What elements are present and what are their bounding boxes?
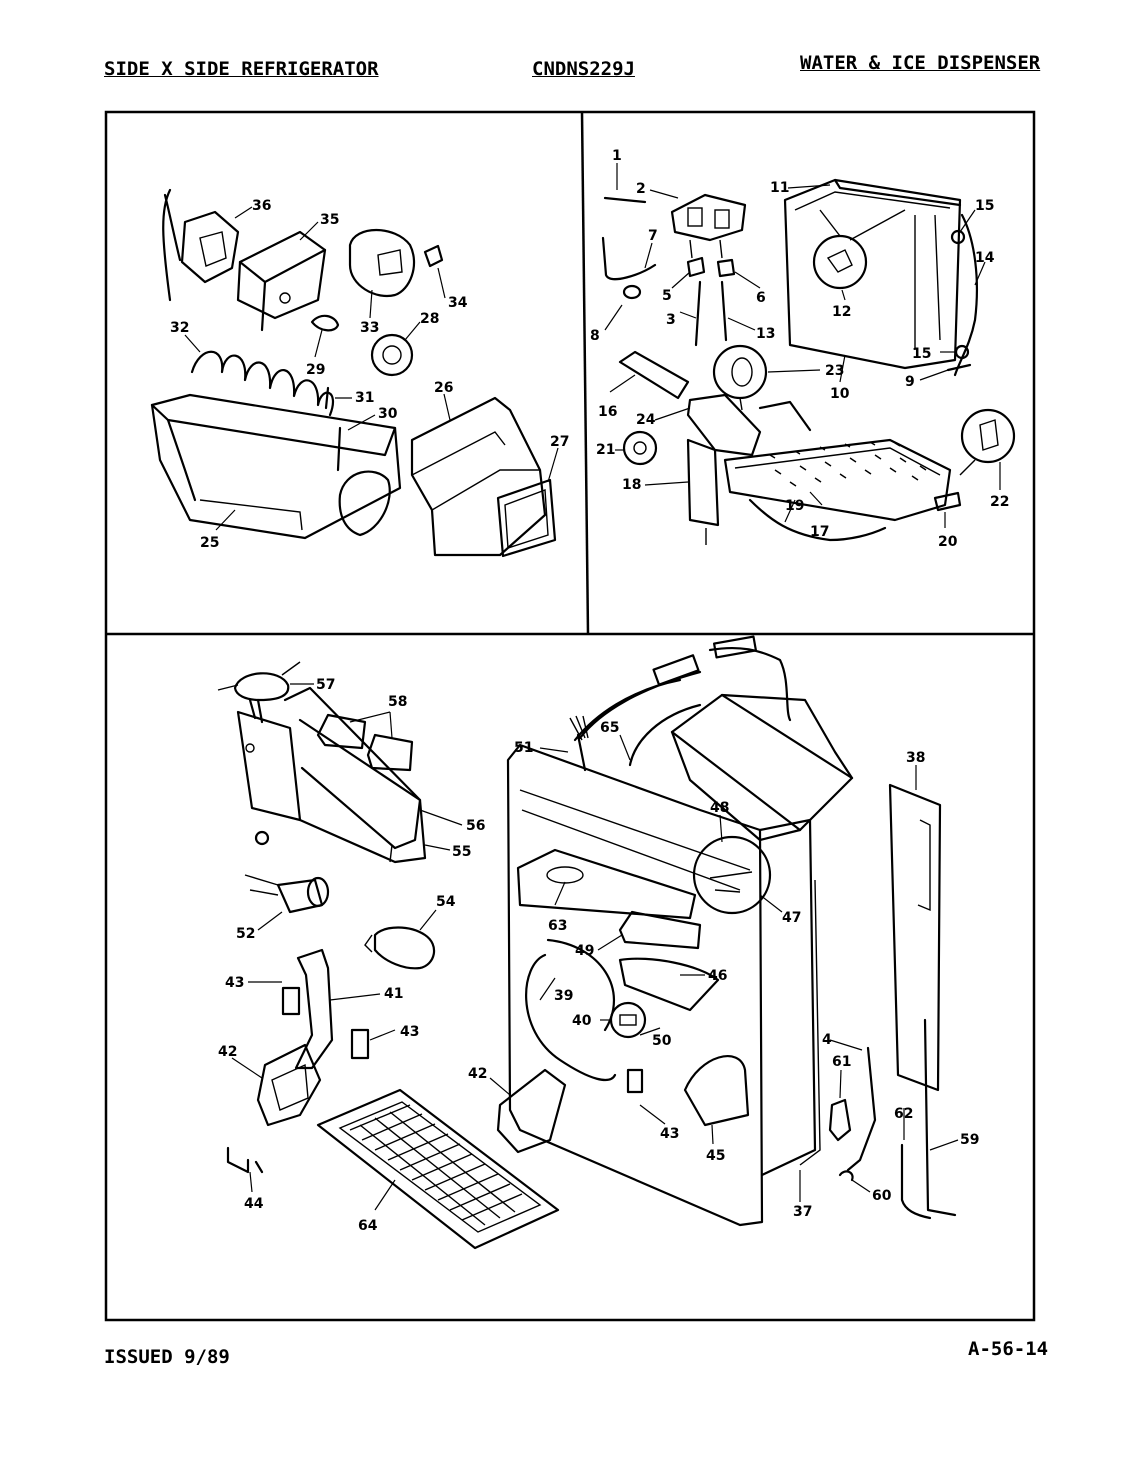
callout-12: 12 [832, 304, 851, 320]
header-center: CNDNS229J [532, 58, 635, 80]
callout-42a: 42 [218, 1044, 237, 1060]
callout-42b: 42 [468, 1066, 487, 1082]
callout-15: 15 [975, 198, 994, 214]
callout-13: 13 [756, 326, 775, 342]
callout-3: 3 [666, 312, 676, 328]
callout-9: 9 [905, 374, 915, 390]
callout-54: 54 [436, 894, 456, 910]
callout-21: 21 [596, 442, 615, 458]
callout-41: 41 [384, 986, 403, 1002]
callout-33: 33 [360, 320, 379, 336]
callout-65: 65 [600, 720, 619, 736]
footer-page-code: A-56-14 [968, 1338, 1049, 1360]
callout-49: 49 [575, 943, 594, 959]
callout-25: 25 [200, 535, 219, 551]
callout-39: 39 [554, 988, 573, 1004]
callout-22: 22 [990, 494, 1009, 510]
callout-7: 7 [648, 228, 658, 244]
callout-60: 60 [872, 1188, 892, 1204]
callout-8: 8 [590, 328, 600, 344]
callout-64: 64 [358, 1218, 378, 1234]
callout-14: 14 [975, 250, 995, 266]
callout-34: 34 [448, 295, 468, 311]
callout-50: 50 [652, 1033, 672, 1049]
callout-63: 63 [548, 918, 567, 934]
callout-4: 4 [822, 1032, 832, 1048]
ice-maker-assembly [601, 178, 1016, 545]
callout-1: 1 [612, 148, 622, 164]
callout-10: 10 [830, 386, 850, 402]
callout-16: 16 [598, 404, 617, 420]
callout-52: 52 [236, 926, 255, 942]
callout-29: 29 [306, 362, 325, 378]
callout-43a: 43 [225, 975, 244, 991]
dispenser-assembly [217, 635, 957, 1250]
callout-51: 51 [514, 740, 533, 756]
callout-43c: 43 [660, 1126, 679, 1142]
callout-6: 6 [756, 290, 766, 306]
callout-47: 47 [782, 910, 801, 926]
callout-20: 20 [938, 534, 958, 550]
header-left: SIDE X SIDE REFRIGERATOR [104, 58, 379, 80]
header-right: WATER & ICE DISPENSER [800, 52, 1041, 74]
callout-labels: 36 35 33 34 28 29 32 31 30 26 27 25 1 2 … [170, 148, 1009, 1234]
callout-48: 48 [710, 800, 729, 816]
callout-44: 44 [244, 1196, 264, 1212]
bottom-leaders [231, 683, 959, 1211]
callout-38: 38 [906, 750, 925, 766]
callout-58: 58 [388, 694, 407, 710]
callout-2: 2 [636, 181, 646, 197]
callout-5: 5 [662, 288, 672, 304]
callout-46: 46 [708, 968, 727, 984]
callout-43b: 43 [400, 1024, 419, 1040]
footer-issued: ISSUED 9/89 [104, 1346, 230, 1368]
callout-32: 32 [170, 320, 189, 336]
callout-15b: 15 [912, 346, 931, 362]
top-left-leaders [184, 206, 559, 531]
callout-62: 62 [894, 1106, 913, 1122]
ice-bucket-assembly [150, 188, 557, 558]
callout-31: 31 [355, 390, 374, 406]
callout-55: 55 [452, 844, 471, 860]
callout-57: 57 [316, 677, 335, 693]
callout-24: 24 [636, 412, 656, 428]
callout-59: 59 [960, 1132, 979, 1148]
callout-27: 27 [550, 434, 569, 450]
callout-28: 28 [420, 311, 439, 327]
callout-40: 40 [572, 1013, 592, 1029]
callout-30: 30 [378, 406, 398, 422]
callout-26: 26 [434, 380, 453, 396]
top-right-leaders [604, 163, 1001, 528]
callout-37: 37 [793, 1204, 812, 1220]
callout-23: 23 [825, 363, 844, 379]
callout-17: 17 [810, 524, 829, 540]
diagram-frame [104, 110, 1036, 1322]
callout-61: 61 [832, 1054, 851, 1070]
callout-35: 35 [320, 212, 339, 228]
callout-19: 19 [785, 498, 804, 514]
callout-11: 11 [770, 180, 789, 196]
callout-36: 36 [252, 198, 271, 214]
callout-45: 45 [706, 1148, 725, 1164]
callout-18: 18 [622, 477, 641, 493]
callout-56: 56 [466, 818, 485, 834]
